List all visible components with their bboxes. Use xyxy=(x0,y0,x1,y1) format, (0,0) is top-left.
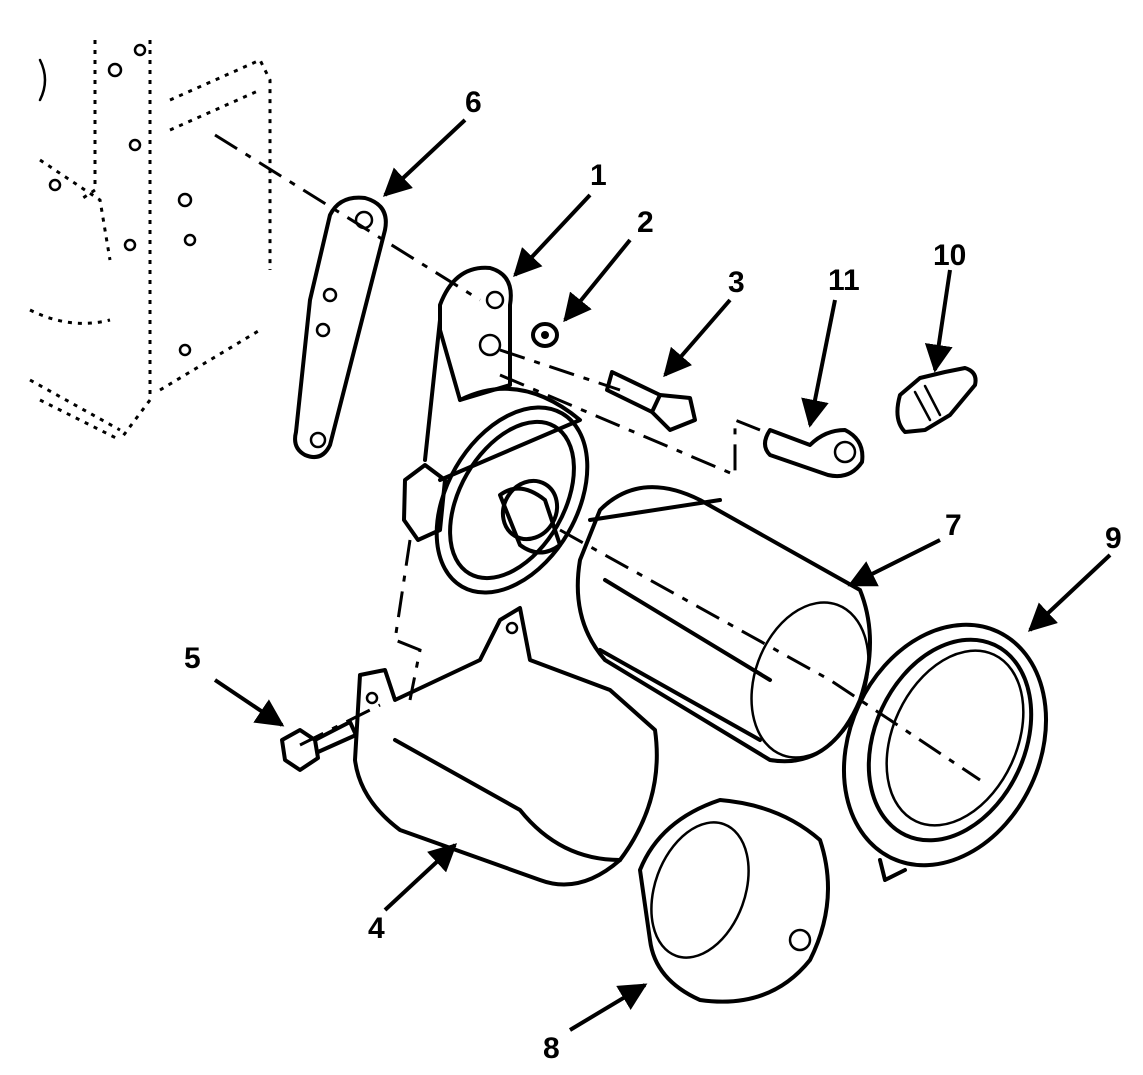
part-2-washer xyxy=(531,322,559,348)
part-6-mounting-plate xyxy=(293,195,388,459)
part-7-filter-element xyxy=(575,485,872,764)
callout-3: 3 xyxy=(728,266,745,299)
part-8-filter-bowl xyxy=(638,798,830,1004)
callout-labels: 1 2 3 4 5 6 7 8 9 10 11 xyxy=(184,86,1122,1065)
callout-4: 4 xyxy=(368,912,385,945)
part-1-filter-head xyxy=(402,265,590,595)
callout-7: 7 xyxy=(945,509,962,542)
callout-8: 8 xyxy=(543,1032,560,1065)
assembly-lines xyxy=(214,133,981,782)
part-11-elbow-fitting xyxy=(763,428,865,479)
callout-10: 10 xyxy=(933,239,966,272)
leader-arrows xyxy=(213,118,1112,1032)
callout-6: 6 xyxy=(465,86,482,119)
part-10-fitting xyxy=(895,366,978,434)
engine-block xyxy=(29,40,272,442)
part-9-gasket xyxy=(841,622,1049,882)
callout-2: 2 xyxy=(637,206,654,239)
part-5-screw xyxy=(280,720,358,772)
part-3-bolt xyxy=(605,370,697,432)
callout-9: 9 xyxy=(1105,522,1122,555)
callout-11: 11 xyxy=(828,264,860,297)
callout-1: 1 xyxy=(590,159,607,192)
part-4-strap xyxy=(353,606,659,887)
callout-5: 5 xyxy=(184,642,201,675)
